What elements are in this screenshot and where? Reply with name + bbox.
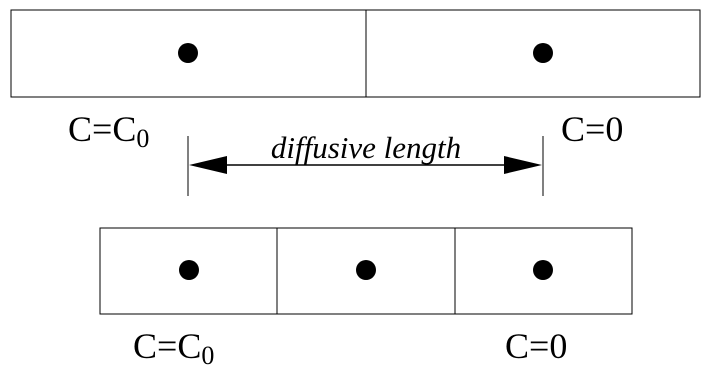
top-cell-left-node xyxy=(178,43,198,63)
top-left-label-base: C=C xyxy=(68,109,136,149)
bottom-left-concentration-label: C=C0 xyxy=(133,326,214,366)
diffusive-length-label: diffusive length xyxy=(271,130,461,165)
top-cell-right xyxy=(365,9,701,98)
top-left-label-subscript: 0 xyxy=(136,124,149,153)
bottom-cell-right-node xyxy=(533,260,553,280)
dimension-arrow-left-icon xyxy=(189,156,227,174)
top-cell-right-node xyxy=(533,43,553,63)
top-grid xyxy=(10,9,701,98)
dimension-arrow-right-icon xyxy=(504,156,542,174)
bottom-left-label-base: C=C xyxy=(133,326,201,366)
bottom-right-concentration-label: C=0 xyxy=(505,326,567,366)
diffusive-length-dimension: diffusive length xyxy=(187,130,544,196)
top-right-concentration-label: C=0 xyxy=(561,109,623,149)
bottom-cell-middle-node xyxy=(356,260,376,280)
bottom-grid xyxy=(99,227,633,315)
bottom-left-label-subscript: 0 xyxy=(201,341,214,366)
top-left-concentration-label: C=C0 xyxy=(68,109,149,153)
bottom-cell-left-node xyxy=(179,260,199,280)
